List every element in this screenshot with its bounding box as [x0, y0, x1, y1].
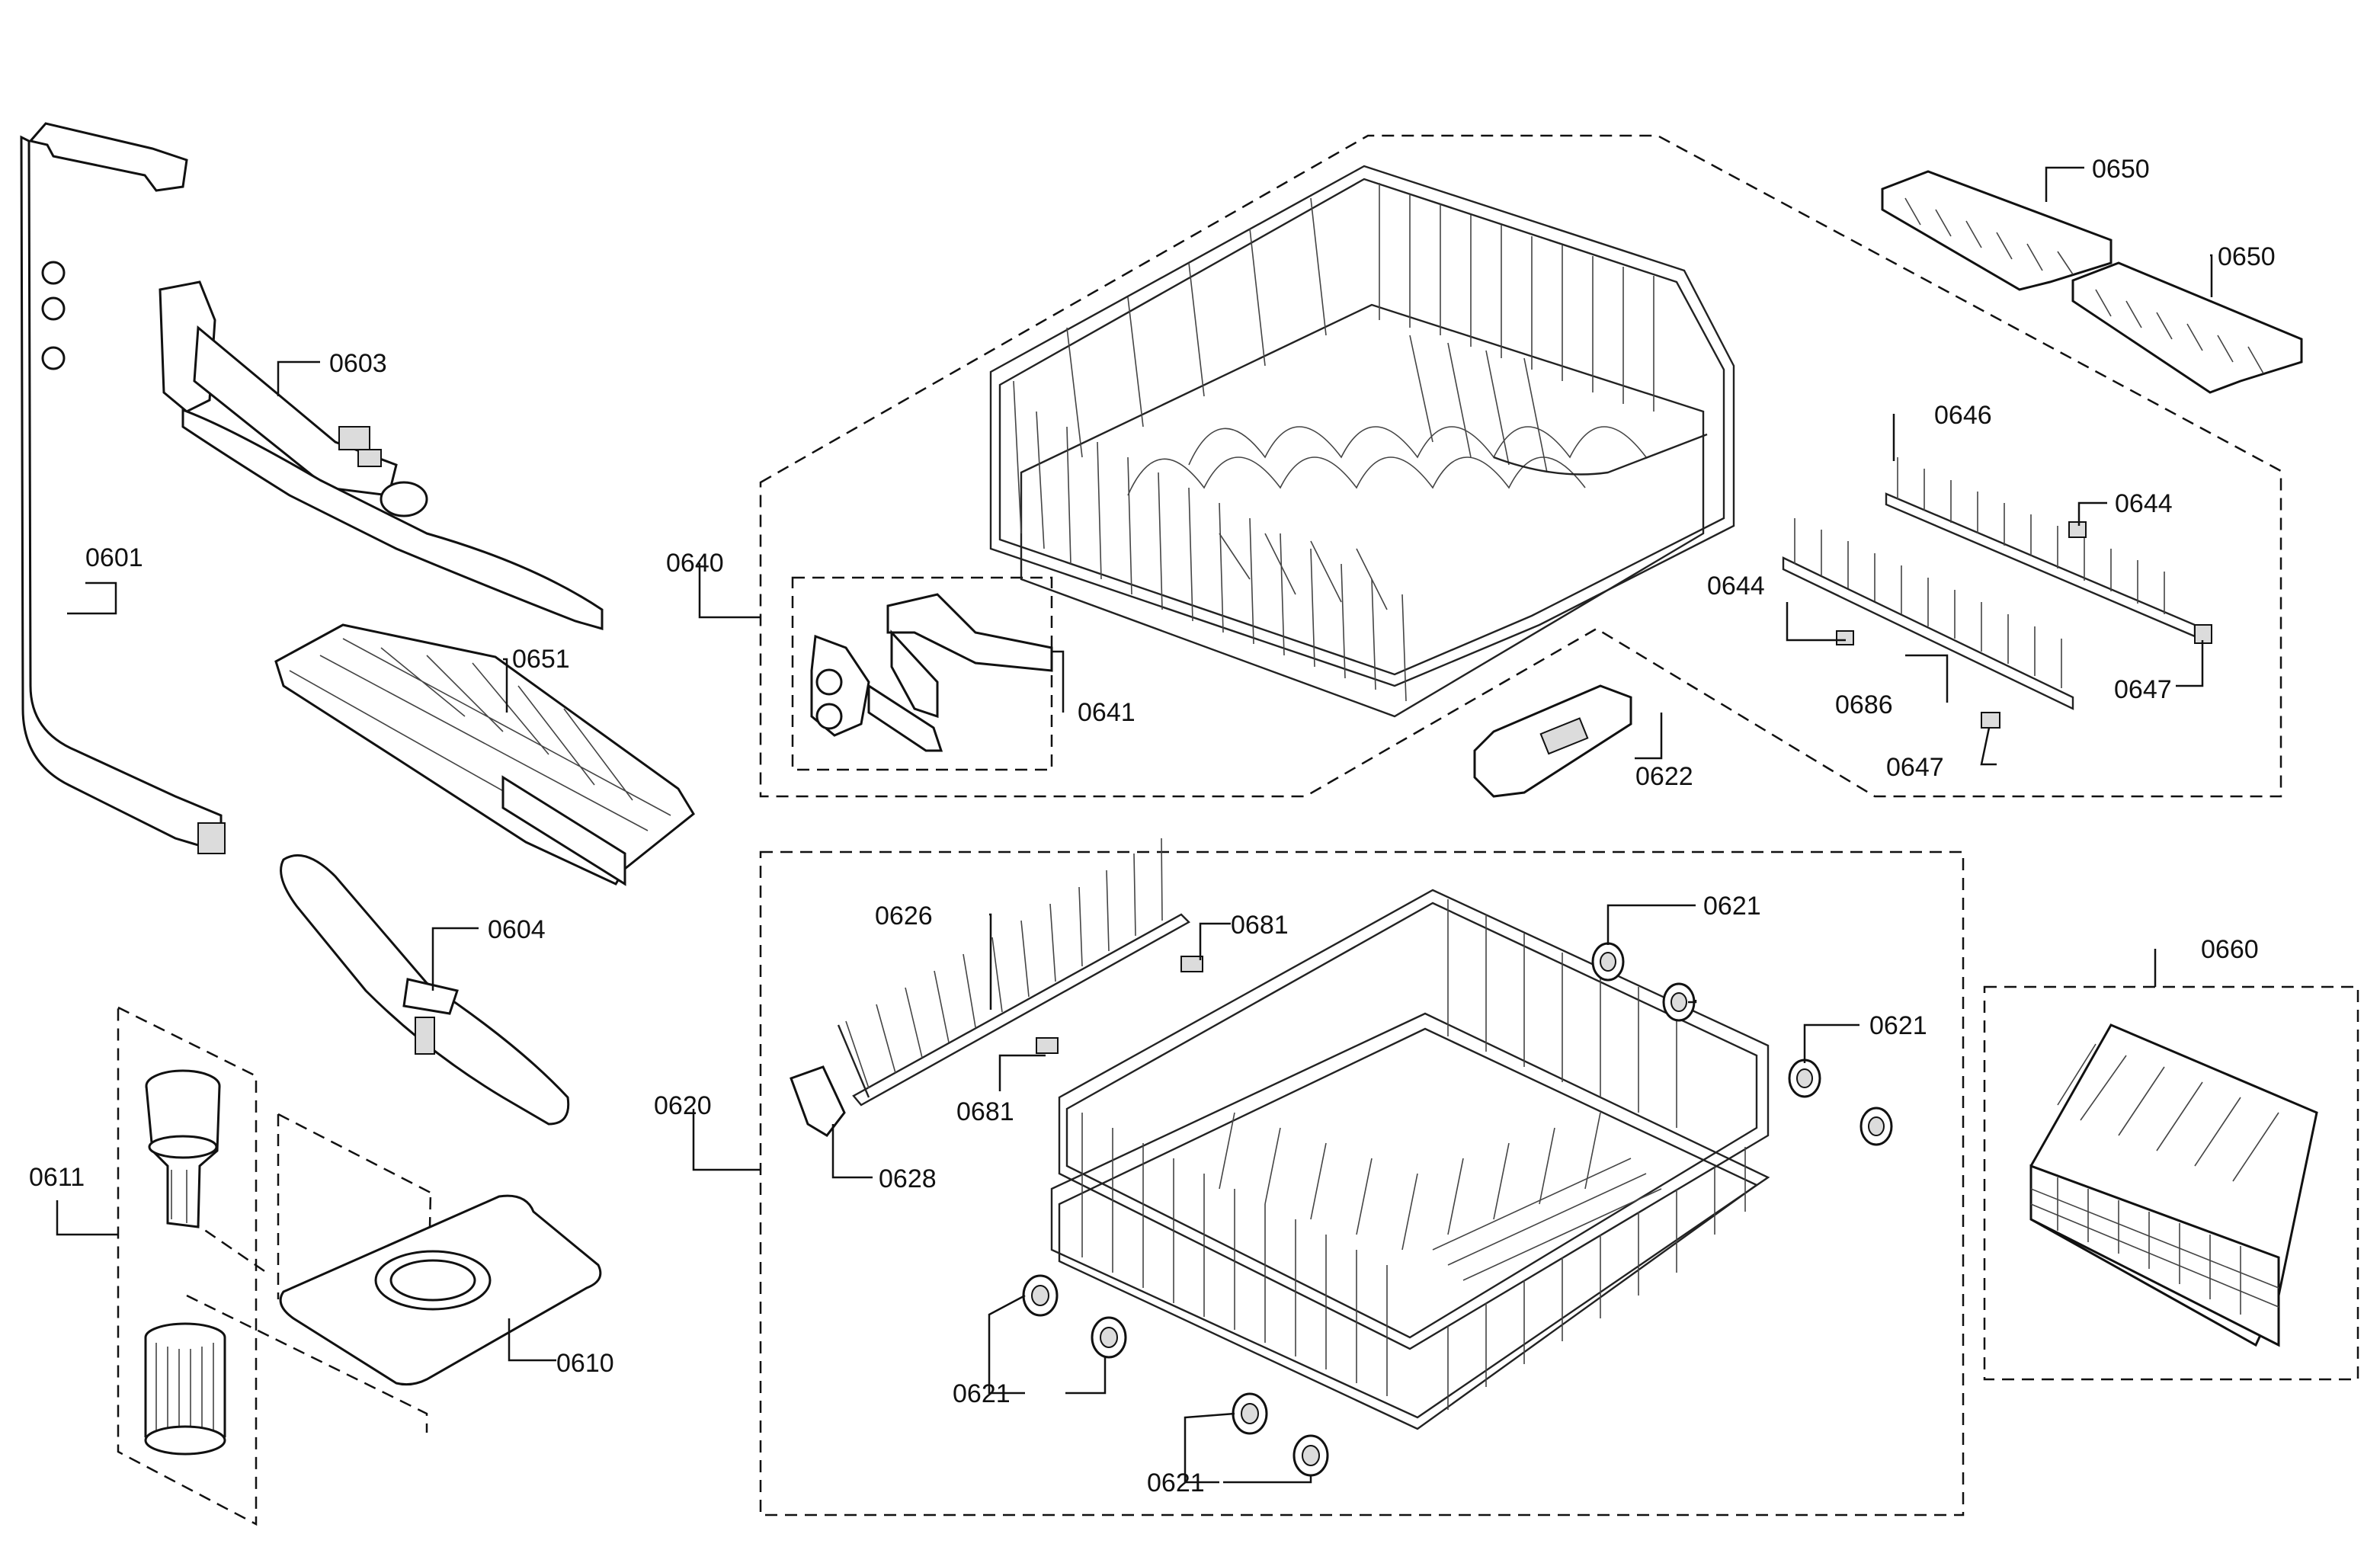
callout-label: 0640 — [666, 549, 724, 578]
callout-label: 0686 — [1835, 690, 1893, 719]
filter-group-outline — [117, 1005, 258, 1526]
supply-pipe-part — [20, 122, 226, 854]
callout-label: 0681 — [956, 1097, 1014, 1126]
rack-adjuster-part — [810, 593, 1053, 752]
upper-spray-arm-part — [159, 280, 604, 630]
clip-parts — [1836, 521, 2212, 729]
callout-label: 0660 — [2201, 935, 2259, 964]
lower-tine-row-part — [837, 838, 1190, 1107]
rack-wheels-part — [1022, 942, 1893, 1477]
callout-label: 0681 — [1231, 911, 1289, 940]
upper-rack-part — [989, 165, 1735, 718]
callout-label: 0621 — [1869, 1011, 1927, 1040]
callout-label: 0622 — [1635, 762, 1693, 791]
basket-group-outline — [1983, 985, 2359, 1381]
callout-label: 0647 — [1886, 753, 1944, 782]
tine-row-part-a — [1885, 457, 2196, 638]
callout-label: 0628 — [879, 1164, 937, 1193]
callout-label: 0644 — [2115, 489, 2173, 518]
callout-label: 0650 — [2218, 242, 2276, 271]
upper-rack-group-outline — [759, 134, 2282, 798]
callout-label: 0620 — [654, 1091, 712, 1120]
callout-label: 0621 — [1703, 892, 1761, 921]
rack-adjuster-group-outline — [791, 576, 1053, 771]
tine-clip-small-b — [1036, 1037, 1059, 1054]
tine-clip-part — [790, 1065, 846, 1137]
callout-label: 0603 — [329, 349, 387, 378]
tine-clip-small-a — [1180, 956, 1203, 972]
callout-label: 0651 — [512, 645, 570, 674]
silverware-basket-part — [2029, 1023, 2318, 1347]
cup-shelf-part-a — [1881, 170, 2113, 291]
callout-label: 0626 — [875, 902, 933, 930]
cup-shelf-part-b — [2071, 261, 2303, 394]
lower-rack-group-outline — [759, 850, 1965, 1517]
filter-guide-lines — [186, 1113, 432, 1433]
lower-rack-part — [1050, 889, 1770, 1430]
tray-part — [274, 623, 695, 886]
fine-filter-plate-part — [279, 1194, 602, 1386]
lower-spray-arm-part — [280, 854, 570, 1126]
callout-label: 0611 — [29, 1163, 85, 1192]
callout-label: 0610 — [556, 1349, 614, 1378]
callout-label: 0644 — [1707, 572, 1765, 601]
callout-label: 0601 — [85, 543, 143, 572]
callout-label: 0641 — [1078, 698, 1136, 727]
callout-label: 0604 — [488, 915, 546, 944]
callout-label: 0650 — [2092, 155, 2150, 184]
callout-label: 0621 — [1147, 1469, 1205, 1497]
rack-handle-part — [1473, 684, 1632, 798]
callout-label: 0621 — [953, 1379, 1011, 1408]
callout-label: 0647 — [2114, 675, 2172, 704]
filter-part — [144, 1069, 226, 1456]
callout-label: 0646 — [1934, 401, 1992, 430]
leader-lines — [56, 166, 2213, 1484]
tine-row-part-b — [1782, 518, 2074, 710]
